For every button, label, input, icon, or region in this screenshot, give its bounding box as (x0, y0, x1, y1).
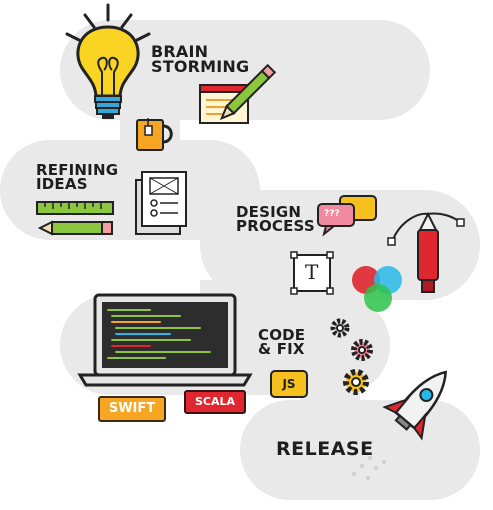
gear-icon (330, 318, 373, 395)
question-marks-text: ??? (324, 209, 340, 219)
text-tool-icon (290, 251, 334, 295)
rocket-icon (382, 370, 447, 441)
laptop-code-icon (77, 293, 253, 387)
rocket-trail (352, 456, 386, 480)
js-tag: JS (270, 370, 308, 398)
swift-tag: SWIFT (98, 396, 166, 422)
speech-bubbles-icon (317, 195, 377, 237)
ruler-icon (36, 201, 114, 215)
step-brainstorming-label: BRAIN STORMING (151, 42, 250, 77)
scala-tag: SCALA (184, 390, 246, 414)
step-release-label: RELEASE (276, 438, 374, 460)
lightbulb-icon (65, 3, 151, 119)
color-circles-icon (352, 266, 402, 312)
mug-icon (136, 118, 173, 151)
notepad-pencil-icon (199, 63, 277, 124)
step-design-label: DESIGN PROCESS (236, 203, 315, 236)
text-tool-glyph: T (305, 260, 319, 284)
step-code-label: CODE & FIX (258, 326, 306, 359)
pen-tool-icon (387, 211, 465, 293)
wireframe-document-icon (135, 171, 187, 235)
step-refining-label: REFINING IDEAS (36, 161, 119, 194)
pencil-icon (37, 220, 113, 236)
